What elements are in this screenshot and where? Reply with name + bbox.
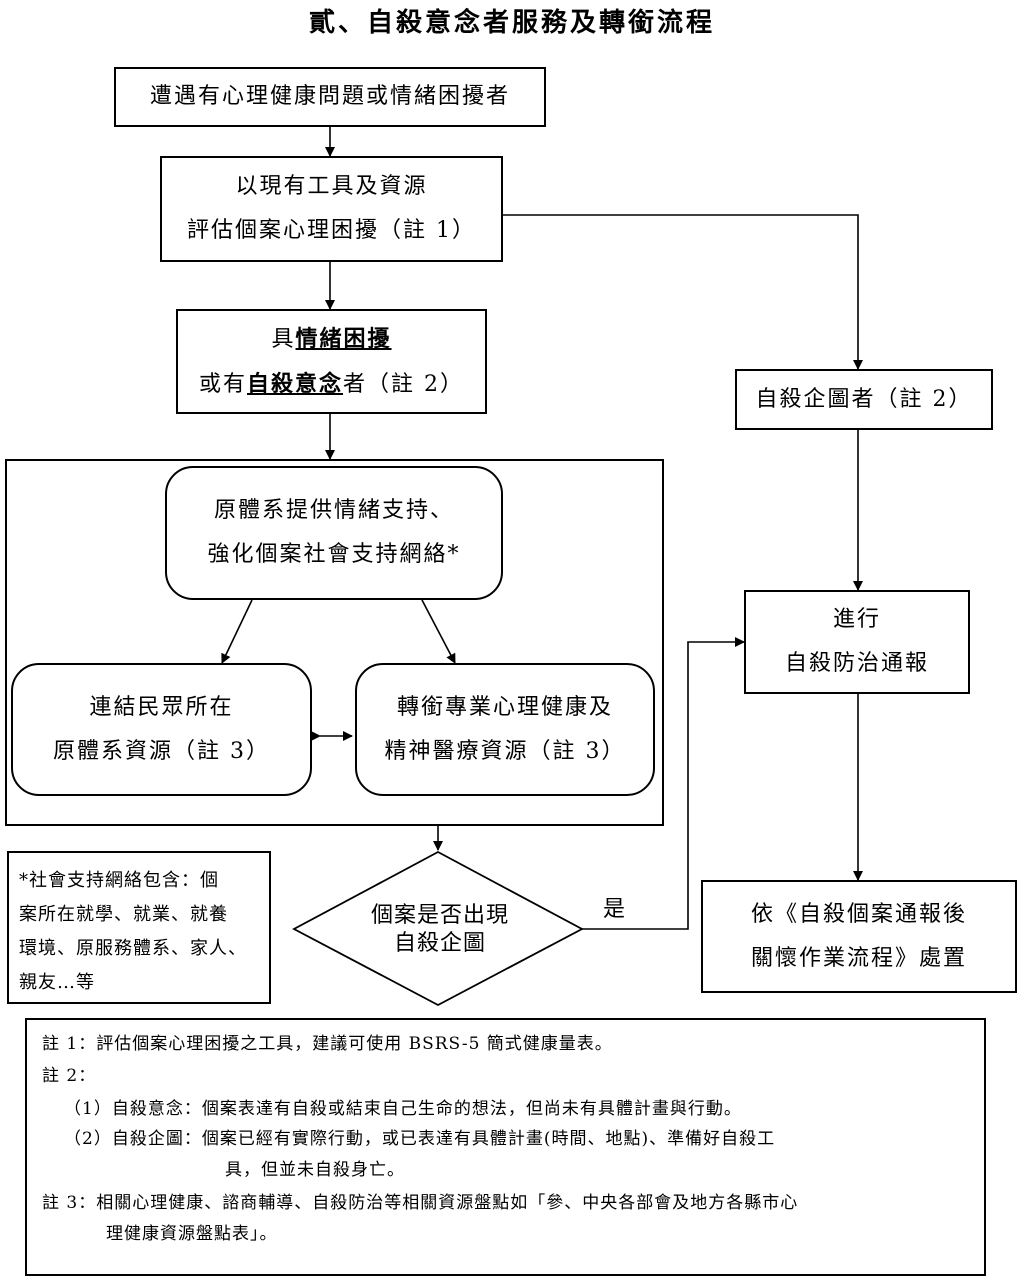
node-original-support-line2: 強化個案社會支持網絡* bbox=[207, 542, 461, 567]
arrow-n4-n6 bbox=[421, 599, 456, 664]
node-followup-process-line2: 關懷作業流程》處置 bbox=[750, 945, 967, 971]
node-ideation-suffix: 者（註 2） bbox=[343, 371, 465, 397]
node-decision-attempt-line2: 自殺企圖 bbox=[393, 931, 486, 956]
node-attempter-text: 自殺企圖者（註 2） bbox=[755, 386, 973, 412]
node-ideation-line1: 具情緒困擾 bbox=[271, 317, 391, 362]
page-title: 貳、自殺意念者服務及轉銜流程 bbox=[308, 8, 715, 38]
node-ideation: 具情緒困擾 或有自殺意念者（註 2） bbox=[176, 309, 487, 414]
footnote-2-item-1: （1）自殺意念：個案表達有自殺或結束自己生命的想法，但尚未有具體計畫與行動。 bbox=[64, 1099, 742, 1119]
node-referral-professional-line2: 精神醫療資源（註 3） bbox=[384, 738, 626, 764]
node-decision-attempt: 個案是否出現 自殺企圖 bbox=[335, 902, 545, 958]
node-distress-person-text: 遭遇有心理健康問題或情緒困擾者 bbox=[149, 84, 510, 109]
node-referral-professional-line1: 轉銜專業心理健康及 bbox=[396, 694, 613, 720]
side-note-social-support: *社會支持網絡包含：個 案所在就學、就業、就養 環境、原服務體系、家人、 親友…… bbox=[7, 851, 271, 1004]
node-assess: 以現有工具及資源 評估個案心理困擾（註 1） bbox=[160, 156, 503, 262]
node-link-resources-line1: 連結民眾所在 bbox=[89, 694, 234, 720]
node-followup-process: 依《自殺個案通報後 關懷作業流程》處置 bbox=[701, 880, 1017, 993]
node-link-resources-line2: 原體系資源（註 3） bbox=[53, 738, 270, 764]
node-referral-professional: 轉銜專業心理健康及 精神醫療資源（註 3） bbox=[355, 663, 655, 796]
footnotes-box: 註 1：評估個案心理困擾之工具，建議可使用 BSRS-5 簡式健康量表。 註 2… bbox=[25, 1018, 986, 1276]
node-assess-line2: 評估個案心理困擾（註 1） bbox=[187, 218, 476, 243]
node-ideation-prefix: 具 bbox=[271, 326, 296, 352]
footnote-2-item-2-line2: 具，但並未自殺身亡。 bbox=[225, 1160, 405, 1180]
arrow-n7-n9 bbox=[580, 637, 745, 930]
node-report-line1: 進行 bbox=[832, 607, 881, 632]
node-ideation-mid: 或有 bbox=[198, 371, 247, 397]
node-ideation-line2: 或有自殺意念者（註 2） bbox=[199, 362, 464, 407]
footnote-3-line1: 註 3：相關心理健康、諮商輔導、自殺防治等相關資源盤點如「參、中央各部會及地方各… bbox=[42, 1193, 799, 1213]
footnote-3-line2: 理健康資源盤點表」。 bbox=[106, 1224, 278, 1244]
node-report: 進行 自殺防治通報 bbox=[744, 590, 970, 694]
footnote-2-item-2-line1: （2）自殺企圖：個案已經有實際行動，或已表達有具體計畫(時間、地點)、準備好自殺… bbox=[64, 1129, 776, 1149]
side-note-line2: 案所在就學、就業、就養 bbox=[19, 904, 228, 925]
node-original-support: 原體系提供情緒支持、 強化個案社會支持網絡* bbox=[165, 466, 503, 600]
node-decision-attempt-line1: 個案是否出現 bbox=[370, 903, 509, 928]
node-ideation-emph-ideation: 自殺意念 bbox=[247, 370, 344, 397]
node-link-resources: 連結民眾所在 原體系資源（註 3） bbox=[11, 663, 312, 796]
arrow-n4-n5 bbox=[221, 599, 253, 664]
decision-diamond-shape bbox=[292, 850, 584, 1007]
node-ideation-emph-distress: 情緒困擾 bbox=[295, 325, 392, 352]
side-note-line3: 環境、原服務體系、家人、 bbox=[19, 938, 247, 959]
node-original-support-line1: 原體系提供情緒支持、 bbox=[213, 498, 454, 523]
node-report-line2: 自殺防治通報 bbox=[784, 651, 929, 676]
footnote-2-heading: 註 2： bbox=[42, 1066, 97, 1086]
side-note-line4: 親友…等 bbox=[19, 972, 95, 993]
footnote-1: 註 1：評估個案心理困擾之工具，建議可使用 BSRS-5 簡式健康量表。 bbox=[42, 1034, 613, 1054]
arrow-n2-n8 bbox=[503, 214, 863, 370]
support-group-frame bbox=[5, 459, 664, 826]
node-distress-person: 遭遇有心理健康問題或情緒困擾者 bbox=[114, 67, 546, 127]
node-assess-line1: 以現有工具及資源 bbox=[235, 174, 428, 199]
decision-yes-label: 是 bbox=[603, 897, 626, 922]
node-attempter: 自殺企圖者（註 2） bbox=[735, 369, 993, 430]
node-followup-process-line1: 依《自殺個案通報後 bbox=[750, 901, 967, 927]
side-note-line1: *社會支持網絡包含：個 bbox=[19, 870, 219, 891]
